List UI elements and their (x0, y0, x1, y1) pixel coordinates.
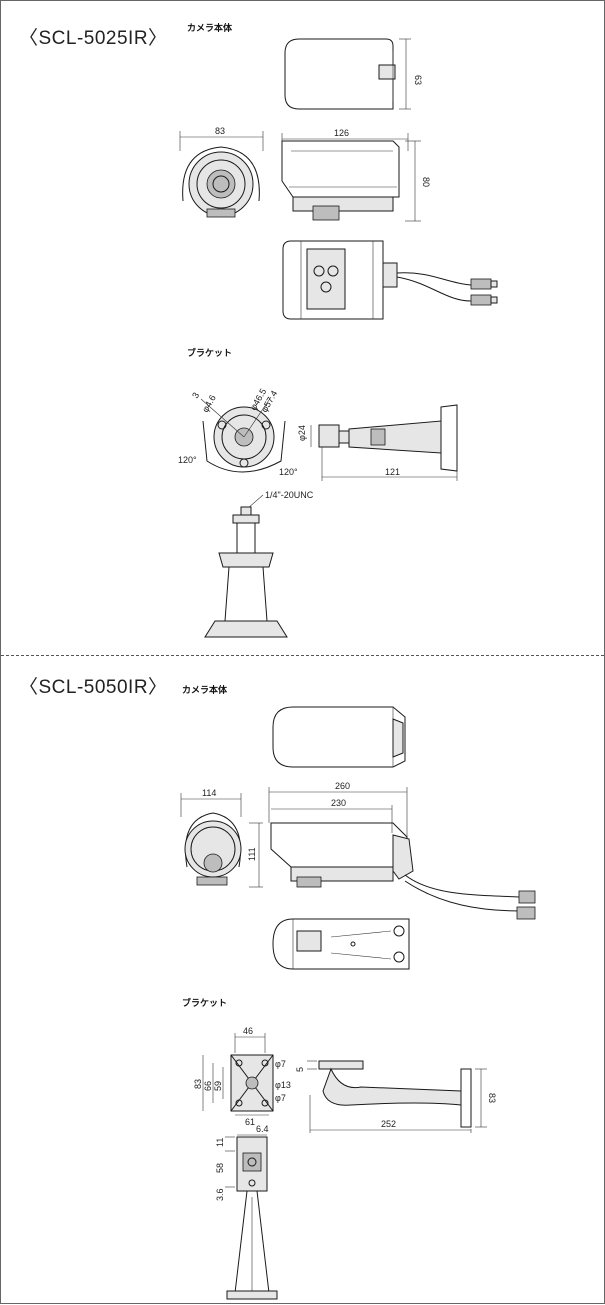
camera-front-view: 83 (179, 126, 264, 218)
bracket-stand-view: 1/4"-20UNC (204, 490, 314, 638)
dim2-252: 252 (381, 1119, 396, 1129)
bracket-label-2: ブラケット (182, 999, 228, 1009)
camera2-side-view: 260 230 (268, 781, 536, 920)
dim2-front-height: 111 (247, 847, 257, 861)
camera-body-label-2: カメラ本体 (182, 686, 228, 696)
dim-side-height: 80 (421, 177, 431, 187)
camera2-top-view (272, 706, 406, 768)
angle-left: 120° (178, 455, 197, 465)
camera-top-view: 63 (284, 38, 423, 110)
dim-phi24: φ24 (297, 425, 307, 441)
dim2-phi7a: φ7 (275, 1059, 286, 1069)
dim2-front-width: 114 (202, 788, 216, 798)
dim2-phi13: φ13 (275, 1080, 291, 1090)
dim2-phi7b: φ7 (275, 1093, 286, 1103)
dim-side-length: 126 (334, 128, 349, 138)
camera-side-view: 126 80 (281, 128, 431, 222)
dim2-66: 66 (203, 1081, 213, 1091)
dim-bracket-length: 121 (385, 467, 400, 477)
section-divider (1, 655, 604, 656)
model-title-scl-5050ir: 〈SCL-5050IR〉 (19, 677, 168, 698)
dim2-83-right: 83 (487, 1093, 497, 1103)
angle-right: 120° (279, 467, 298, 477)
bracket2-arm-view: 5 83 252 (295, 1060, 497, 1133)
dim-phi4-6: φ4.6 (200, 393, 218, 414)
dim2-6-4: 6.4 (256, 1124, 269, 1134)
dim2-side-total: 260 (335, 781, 350, 791)
dim2-11: 11 (215, 1138, 225, 1147)
dim2-61: 61 (245, 1117, 255, 1127)
dim2-side-body: 230 (331, 798, 346, 808)
camera-body-label: カメラ本体 (187, 24, 233, 34)
dim2-46: 46 (243, 1026, 253, 1036)
bracket-side-view: φ24 121 (297, 404, 458, 481)
dim2-58: 58 (215, 1163, 225, 1173)
dim-top-height: 63 (413, 75, 423, 85)
camera2-bottom-view (272, 918, 410, 970)
dim2-5: 5 (295, 1067, 305, 1072)
dim2-83-left: 83 (193, 1079, 203, 1089)
bracket2-stand-view: 6.4 11 58 3.6 (215, 1124, 278, 1300)
camera2-front-view: 114 111 (180, 788, 263, 888)
bracket-label: ブラケット (187, 349, 233, 359)
bracket-front-view: 3 φ4.6 φ46.5 φ57.4 120° 120° (178, 387, 298, 477)
dim-front-width: 83 (215, 126, 225, 136)
dim2-59: 59 (213, 1081, 223, 1091)
model-title-scl-5025ir: 〈SCL-5025IR〉 (19, 28, 168, 49)
dim-3: 3 (190, 391, 201, 400)
bracket2-front-view: 46 83 66 59 61 φ7 φ13 φ7 (193, 1026, 291, 1127)
dim2-3-6: 3.6 (215, 1188, 225, 1201)
thread-label: 1/4"-20UNC (265, 490, 314, 500)
camera-bottom-view (282, 240, 498, 320)
